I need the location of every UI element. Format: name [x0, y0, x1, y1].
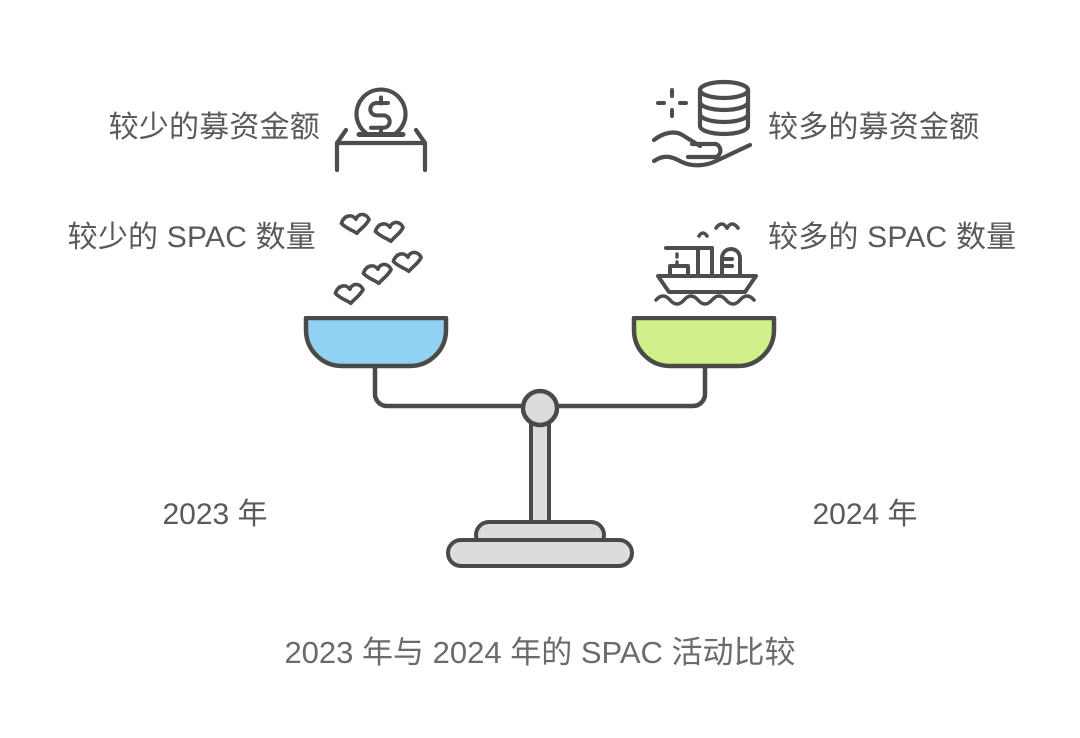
balance-scale [280, 315, 800, 576]
year-label-left: 2023 年 [162, 498, 268, 531]
birds-flock-icon [330, 212, 436, 316]
scale-base [446, 520, 634, 568]
label-funding-more: 较多的募资金额 [768, 111, 980, 144]
scale-pivot [520, 388, 560, 428]
label-count-less: 较少的 SPAC 数量 [67, 221, 316, 254]
label-count-more: 较多的 SPAC 数量 [768, 221, 1017, 254]
scale-pan-left [303, 315, 449, 369]
money-box-icon [326, 72, 436, 173]
cargo-ship-icon [652, 212, 762, 308]
hand-with-coins-icon [648, 72, 760, 172]
scale-pan-right [631, 315, 777, 369]
label-funding-less: 较少的募资金额 [108, 111, 320, 144]
infographic-caption: 2023 年与 2024 年的 SPAC 活动比较 [284, 635, 796, 670]
year-label-right: 2024 年 [812, 498, 918, 531]
